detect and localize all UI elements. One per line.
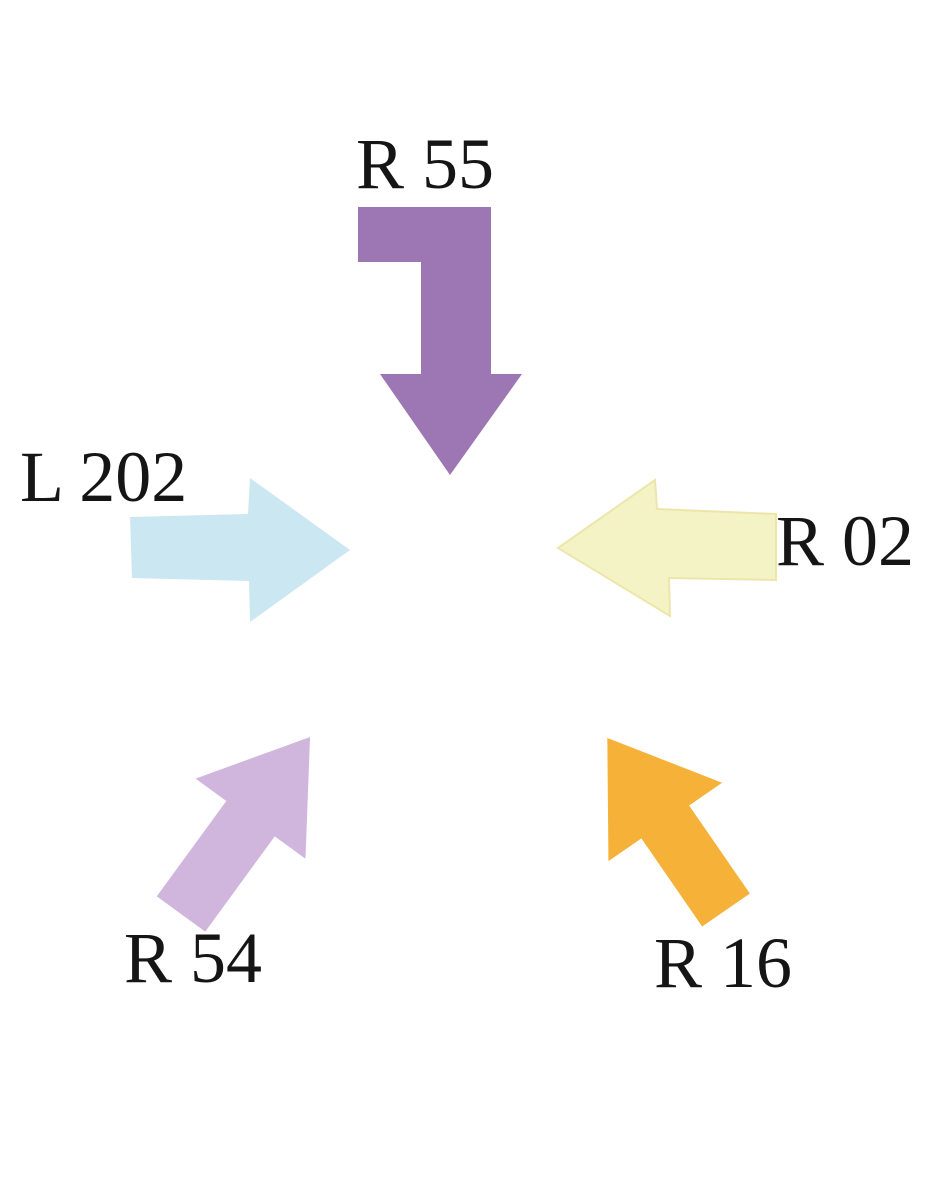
label-l202: L 202	[20, 437, 188, 517]
label-r55: R 55	[356, 124, 495, 204]
label-r54: R 54	[124, 918, 263, 998]
arrow-right-l202	[130, 478, 350, 622]
label-r02: R 02	[776, 501, 915, 581]
arrow-down-r55	[358, 207, 522, 475]
arrow-up-left-r16	[607, 737, 750, 927]
arrow-up-right-r54	[156, 737, 311, 932]
arrow-left-r02	[556, 478, 777, 618]
label-r16: R 16	[654, 923, 793, 1003]
